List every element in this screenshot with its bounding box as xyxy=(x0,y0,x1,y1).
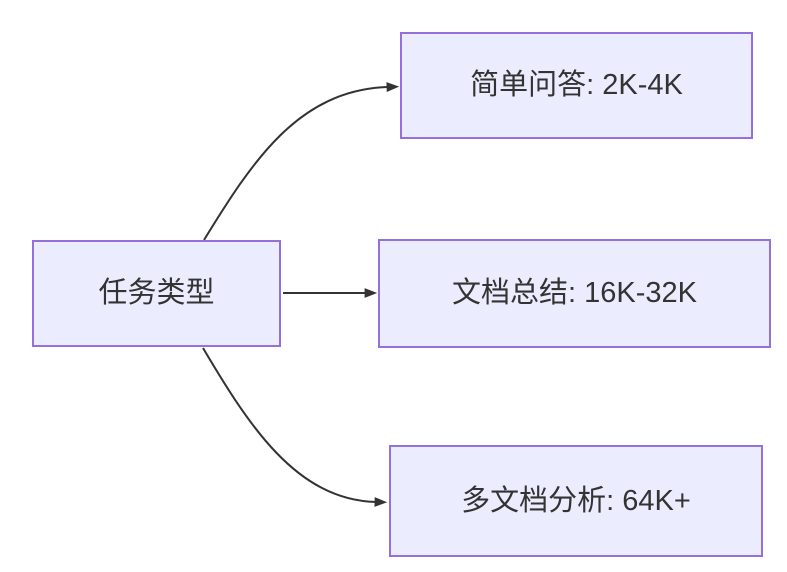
node-doc-summary: 文档总结: 16K-32K xyxy=(378,239,771,348)
node-task-type: 任务类型 xyxy=(32,240,281,347)
node-simple-qa: 简单问答: 2K-4K xyxy=(400,32,753,139)
edge-root-to-child3 xyxy=(202,347,388,507)
edge-root-to-child1 xyxy=(203,82,400,241)
node-multi-doc-analysis: 多文档分析: 64K+ xyxy=(389,445,763,557)
node-simple-qa-label: 简单问答: 2K-4K xyxy=(470,69,683,102)
node-doc-summary-label: 文档总结: 16K-32K xyxy=(452,277,697,310)
node-task-type-label: 任务类型 xyxy=(98,277,215,310)
node-multi-doc-analysis-label: 多文档分析: 64K+ xyxy=(461,484,691,517)
